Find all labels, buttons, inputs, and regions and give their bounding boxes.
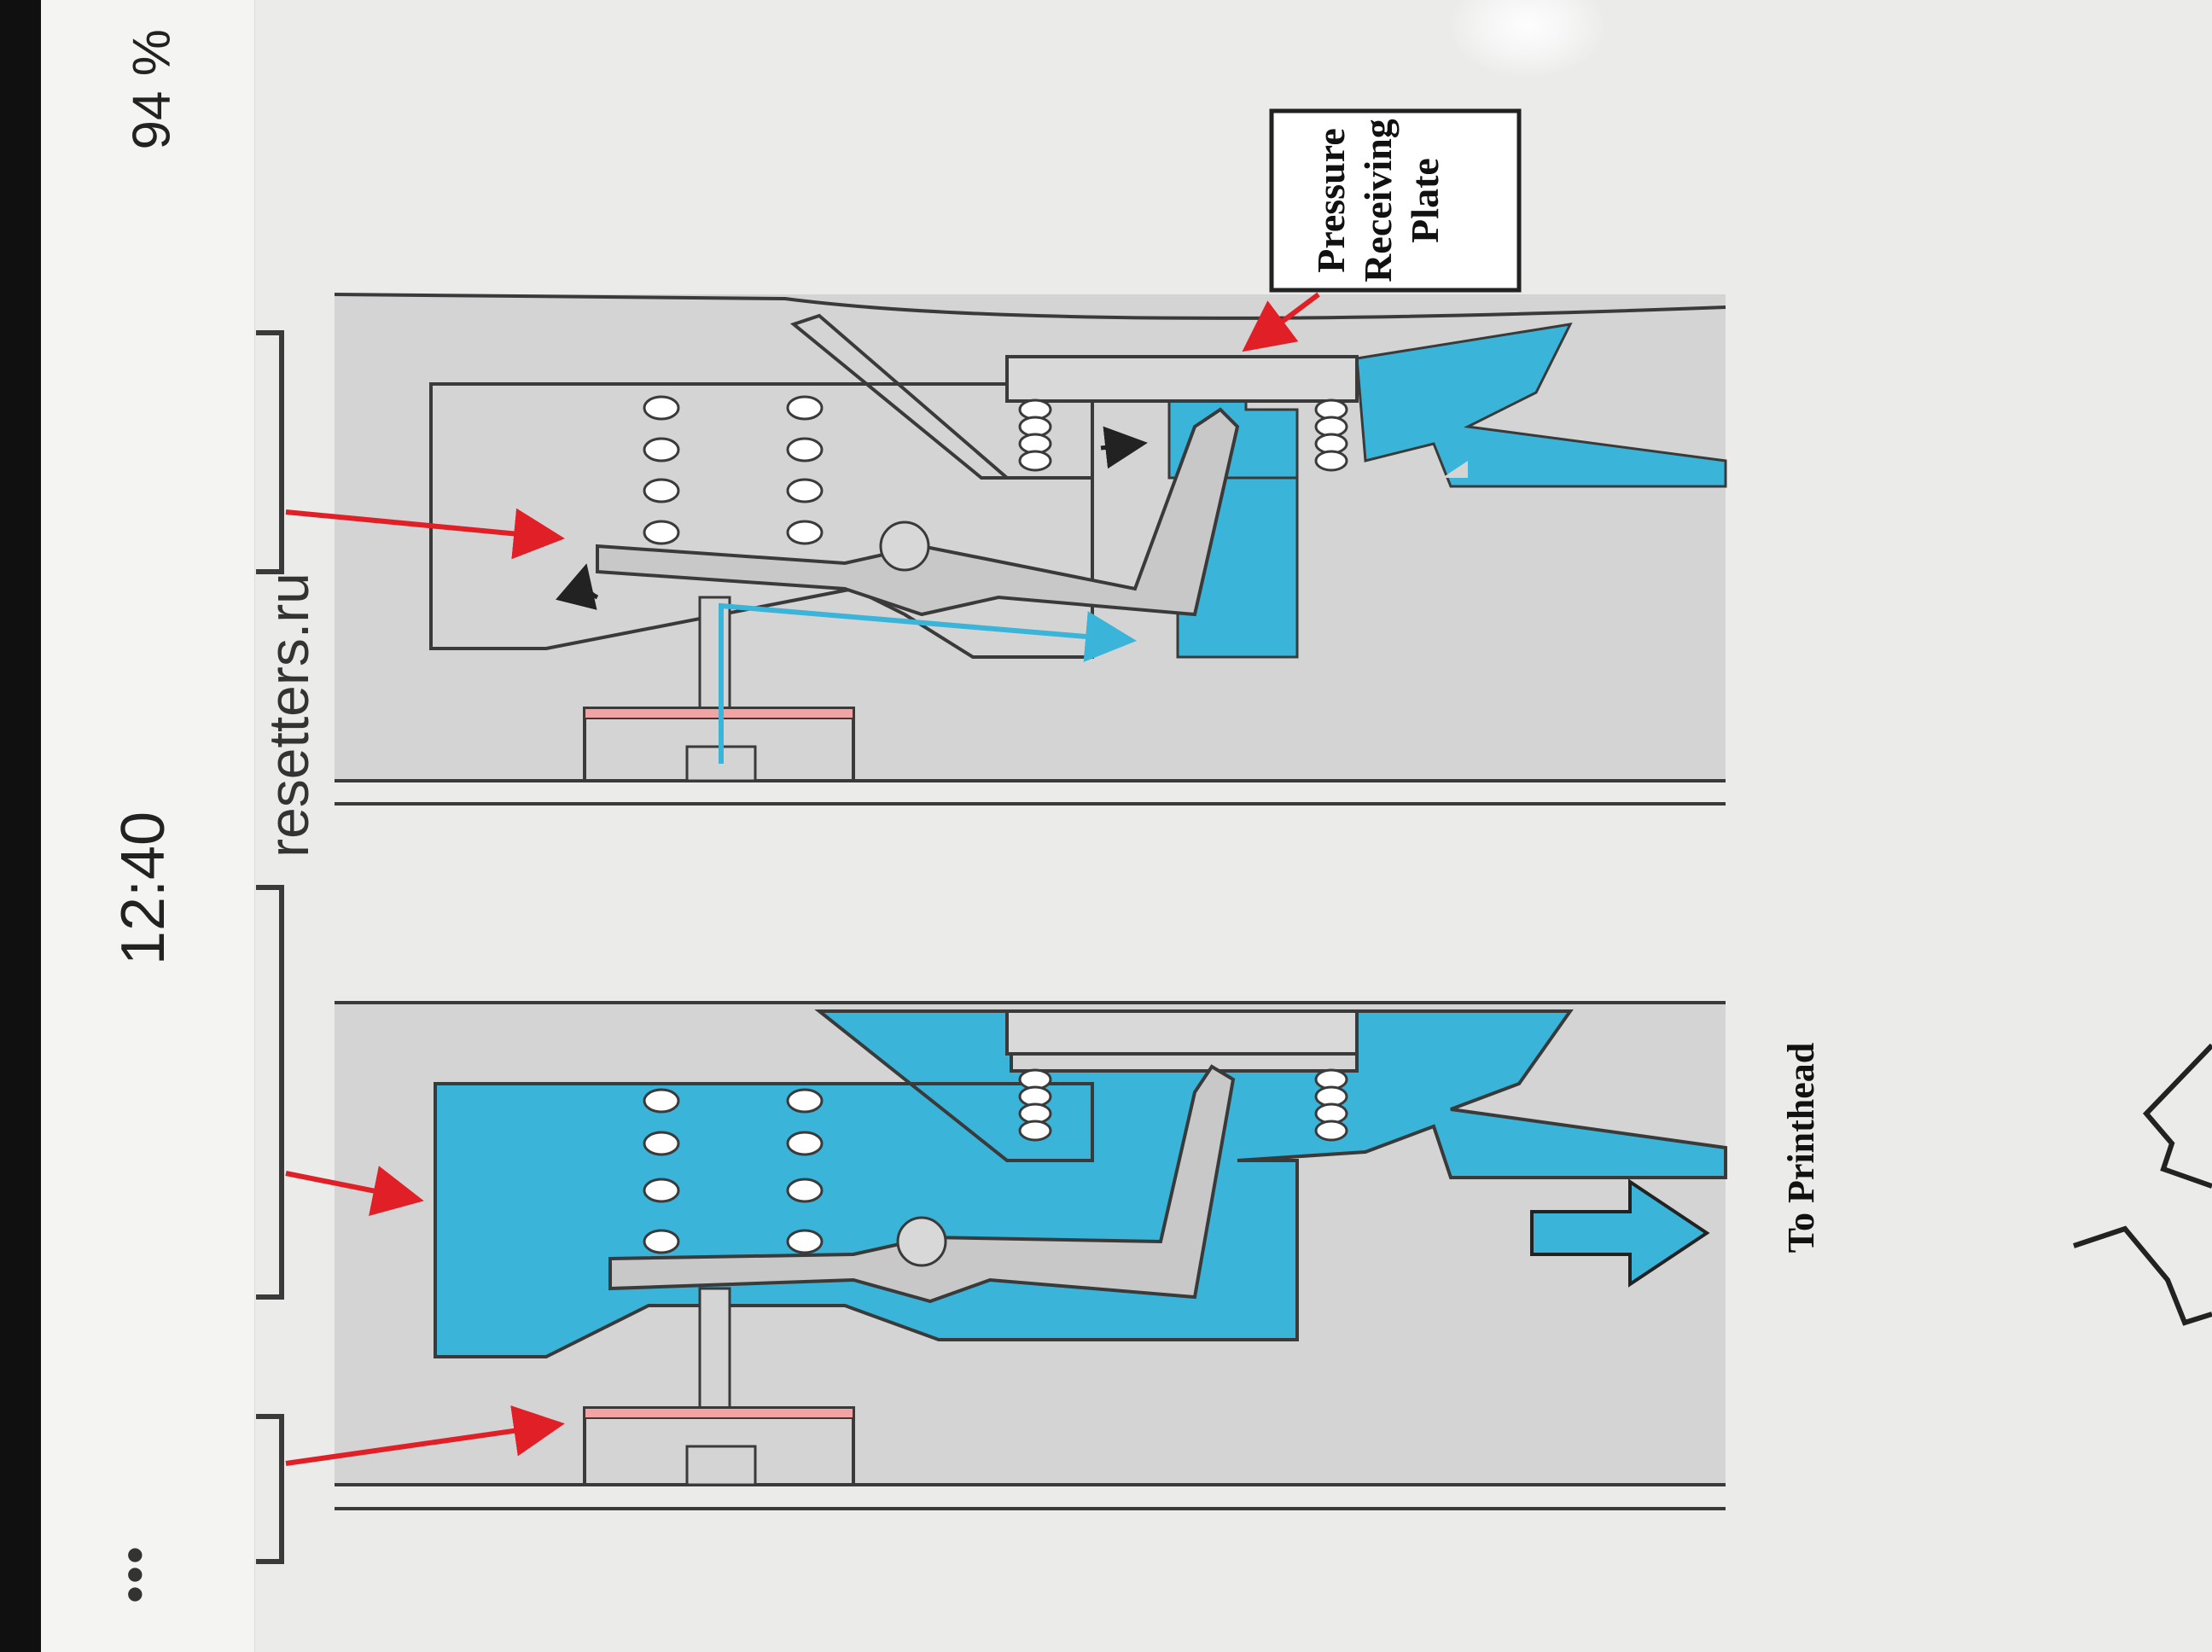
device-bezel [0, 0, 41, 1652]
ink-outlet [1355, 323, 1727, 488]
status-bar: 94 % resetters.ru 12:40 ••• [41, 0, 320, 1652]
label-line: Pressure [1309, 128, 1353, 273]
valve-stem [698, 1287, 731, 1418]
ink-inlet [685, 1445, 757, 1486]
pointer-arrow [285, 508, 565, 560]
pointer-arrow [285, 1166, 424, 1217]
label-box [1269, 108, 1522, 293]
label-line: Plate [1403, 158, 1447, 243]
bracket [256, 330, 284, 574]
pointer-arrow [1242, 292, 1320, 352]
bracket [256, 1414, 284, 1564]
pointer-cursor-icon [2142, 1043, 2212, 1189]
label-line: Receiving [1356, 119, 1400, 282]
filter-holes [643, 1088, 824, 1254]
regulator-panel-bottom: To Printhead [256, 885, 1822, 1564]
motion-arrow [556, 563, 599, 610]
pressure-plate-film [334, 293, 1726, 320]
lever-pivot [896, 1216, 947, 1267]
outlet-notch [1442, 461, 1468, 478]
pointer-arrow [285, 1405, 565, 1466]
filter-holes [643, 395, 824, 545]
pointer-cursor-icon [2073, 1225, 2212, 1326]
springs [1018, 1068, 1348, 1142]
ink-flow-arrow [719, 602, 1137, 764]
bracket [256, 885, 284, 1300]
motion-arrow [1100, 426, 1148, 469]
pressure-receiving-plate [1005, 1009, 1359, 1056]
valve-stem [698, 596, 731, 710]
to-printhead-label: To Printhead [1780, 1043, 1822, 1254]
flow-direction-arrow [1530, 1178, 1710, 1288]
pressure-receiving-plate [1005, 355, 1359, 403]
rubber-pad [584, 1407, 854, 1419]
regulator-panel-top: Pressure Receiving Plate [256, 108, 1727, 806]
springs [1018, 398, 1348, 472]
lever-pivot [879, 521, 930, 572]
